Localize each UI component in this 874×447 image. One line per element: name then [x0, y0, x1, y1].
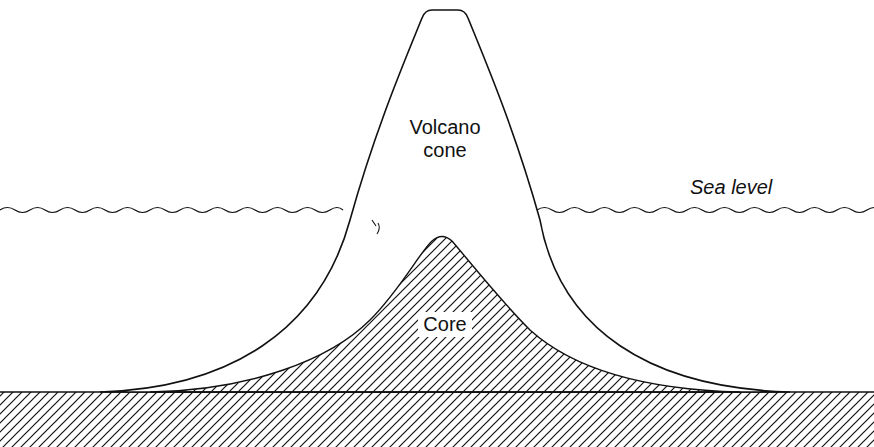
volcano-cone-outline — [100, 10, 790, 392]
part-label: Volcano cone — [390, 116, 500, 162]
sea-level-wave — [537, 208, 874, 213]
ground-hatch — [0, 392, 874, 447]
sketch-mark — [372, 220, 379, 234]
part-label: Core — [418, 312, 472, 337]
sea-level-wave — [0, 208, 343, 213]
part-label: Sea level — [690, 176, 820, 199]
core-region — [150, 237, 740, 393]
